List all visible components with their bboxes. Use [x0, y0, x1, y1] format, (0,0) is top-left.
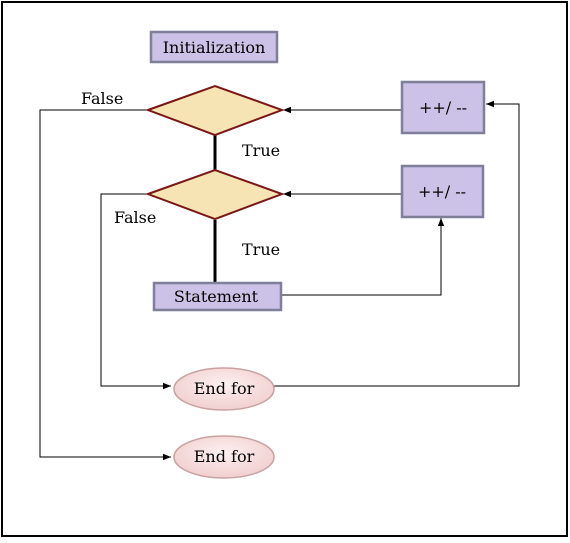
- edge-outer-false: [39, 109, 171, 461]
- inner-end-for-label: End for: [194, 379, 255, 398]
- outer-false-label: False: [81, 89, 123, 108]
- outer-end-for-node: End for: [173, 435, 275, 479]
- statement-label: Statement: [174, 287, 259, 306]
- inner-update-node: ++/ --: [400, 164, 485, 219]
- inner-true-label: True: [242, 240, 280, 259]
- inner-condition-diamond: [145, 168, 285, 221]
- outer-true-label: True: [242, 141, 280, 160]
- outer-end-for-label: End for: [194, 447, 255, 466]
- inner-update-label: ++/ --: [418, 182, 466, 201]
- statement-node: Statement: [152, 281, 283, 312]
- edge-inner-end-to-outer-update: [274, 100, 520, 387]
- inner-end-for-node: End for: [173, 367, 275, 411]
- outer-update-node: ++/ --: [400, 80, 486, 135]
- edge-inner-false: [100, 193, 171, 390]
- outer-update-label: ++/ --: [419, 98, 467, 117]
- inner-false-label: False: [114, 208, 156, 227]
- initialization-label: Initialization: [163, 38, 266, 57]
- initialization-node: Initialization: [149, 30, 279, 64]
- edge-statement-to-inner-update: [281, 218, 445, 296]
- outer-condition-diamond: [145, 84, 285, 137]
